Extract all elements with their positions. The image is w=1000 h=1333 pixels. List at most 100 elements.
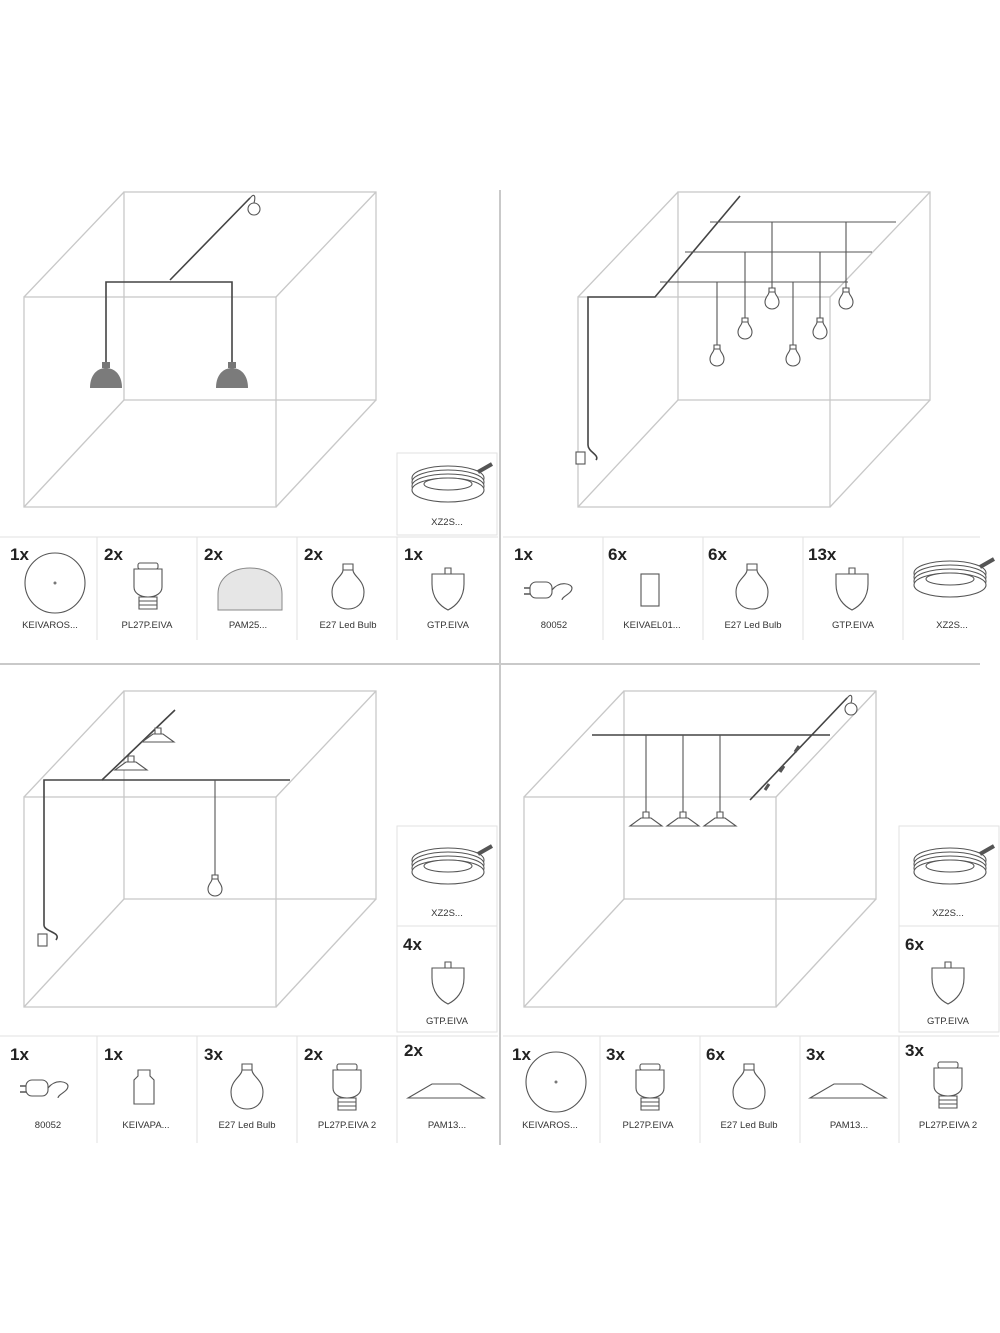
part-label: XZ2S... [431,908,463,919]
part-count: 1x [512,1045,531,1064]
part-count: 13x [808,545,837,564]
part-q2-1: 6x KEIVAEL01... [608,545,681,631]
part-label: XZ2S... [936,620,968,631]
part-label: XZ2S... [932,908,964,919]
part-count: 6x [708,545,727,564]
dome-shade-icon [217,567,283,611]
part-q1-4: 1x GTP.EIVA [404,545,470,631]
bulb-icon [331,563,365,610]
part-label: E27 Led Bulb [724,620,781,631]
part-q4-4: 3x PL27P.EIVA 2 [905,1041,977,1131]
lamp-holder-icon [933,1061,963,1109]
switch-plate-icon [640,573,660,607]
part-q4-0: 1x KEIVAROS... [512,1045,587,1131]
part-count: 6x [905,935,924,954]
lamp-holder-icon [332,1063,362,1111]
part-q3-side-0: XZ2S... [410,844,494,919]
part-count: 1x [404,545,423,564]
fixture-q3 [37,709,290,947]
part-label: XZ2S... [431,517,463,528]
part-label: KEIVAPA... [122,1120,169,1131]
fixture-q2 [575,195,896,465]
part-label: GTP.EIVA [832,620,875,631]
plug-icon [523,581,573,601]
part-count: 1x [514,545,533,564]
cable-coil-icon [410,462,494,504]
part-label: E27 Led Bulb [218,1120,275,1131]
part-label: PL27P.EIVA [122,620,174,631]
room-outline-q4 [523,690,877,1008]
cable-coil-icon [912,844,996,886]
part-cells [0,452,1000,1143]
part-count: 1x [10,545,29,564]
cable-coil-icon [912,557,996,599]
bulb-icon [230,1063,264,1110]
part-q3-4: 2x PAM13... [404,1041,485,1131]
part-label: PAM13... [428,1120,466,1131]
part-cable-q1: XZ2S... [410,462,494,528]
part-label: E27 Led Bulb [319,620,376,631]
part-label: KEIVAROS... [522,1120,578,1131]
fixture-q4 [592,694,858,827]
part-q1-0: 1x KEIVAROS... [10,545,86,631]
part-count: 1x [10,1045,29,1064]
cable-guide-icon [431,567,465,611]
part-q3-2: 3x E27 Led Bulb [204,1045,276,1131]
part-label: GTP.EIVA [427,620,470,631]
room-outline-q1 [23,191,377,508]
part-q4-side-0: XZ2S... [912,844,996,919]
bulb-icon [732,1063,766,1110]
part-q1-2: 2x PAM25... [204,545,283,631]
part-q2-4: XZ2S... [912,557,996,631]
cable-guide-icon [835,567,869,611]
flat-shade-icon [407,1083,485,1099]
part-count: 6x [608,545,627,564]
part-count: 3x [806,1045,825,1064]
part-label: GTP.EIVA [426,1016,469,1027]
part-q2-2: 6x E27 Led Bulb [708,545,782,631]
lamp-holder-icon [635,1063,665,1111]
room-outline-q3 [23,690,377,1008]
part-q4-side-1: 6x GTP.EIVA [905,935,970,1027]
part-label: KEIVAROS... [22,620,78,631]
part-count: 2x [304,1045,323,1064]
cable-guide-icon [931,961,965,1005]
part-q3-side-1: 4x GTP.EIVA [403,935,469,1027]
part-count: 2x [404,1041,423,1060]
part-q4-2: 6x E27 Led Bulb [706,1045,778,1131]
lamp-holder-icon [133,562,163,610]
part-q3-3: 2x PL27P.EIVA 2 [304,1045,376,1131]
part-label: PAM13... [830,1120,868,1131]
part-q4-3: 3x PAM13... [806,1045,887,1131]
part-count: 2x [204,545,223,564]
ceiling-rose-icon [24,552,86,614]
ceiling-rose-icon [525,1051,587,1113]
part-count: 4x [403,935,422,954]
plug-icon [19,1079,69,1099]
part-q2-3: 13x GTP.EIVA [808,545,875,631]
part-label: 80052 [541,620,567,631]
fixture-q1 [90,194,261,388]
part-q3-0: 1x 80052 [10,1045,69,1131]
part-count: 1x [104,1045,123,1064]
part-q1-3: 2x E27 Led Bulb [304,545,377,631]
flat-shade-icon [809,1083,887,1099]
part-q4-1: 3x PL27P.EIVA [606,1045,674,1131]
room-outline-q2 [577,191,931,508]
part-label: KEIVAEL01... [623,620,680,631]
part-label: PL27P.EIVA 2 [318,1120,376,1131]
part-label: PAM25... [229,620,267,631]
part-q1-1: 2x PL27P.EIVA [104,545,173,631]
part-count: 2x [304,545,323,564]
part-count: 6x [706,1045,725,1064]
part-q3-1: 1x KEIVAPA... [104,1045,170,1131]
cable-coil-icon [410,844,494,886]
part-count: 3x [606,1045,625,1064]
part-label: PL27P.EIVA 2 [919,1120,977,1131]
part-label: 80052 [35,1120,61,1131]
part-label: PL27P.EIVA [623,1120,675,1131]
part-q2-0: 1x 80052 [514,545,573,631]
part-label: E27 Led Bulb [720,1120,777,1131]
cable-guide-icon [431,961,465,1005]
